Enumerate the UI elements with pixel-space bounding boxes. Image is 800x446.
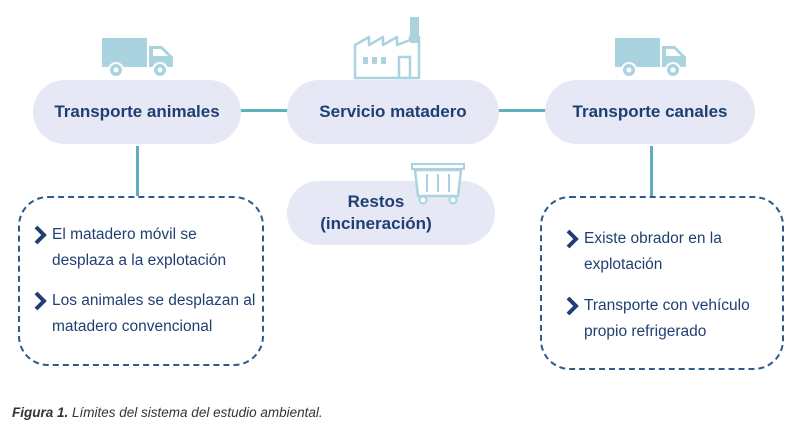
node-servicio-matadero: Servicio matadero	[287, 80, 499, 144]
bullet-line: Existe obrador en la	[584, 230, 722, 247]
bullet-line: El matadero móvil se	[52, 226, 197, 243]
node-transporte-canales: Transporte canales	[545, 80, 755, 144]
connector-animales-matadero	[238, 109, 290, 112]
figure-caption: Figura 1. Límites del sistema del estudi…	[12, 405, 323, 420]
node-label: Servicio matadero	[319, 102, 467, 121]
node-label: Transporte animales	[54, 102, 220, 121]
connector-canales-box	[650, 146, 653, 196]
connector-matadero-canales	[496, 109, 548, 112]
container-icon	[411, 163, 465, 205]
bullet-line: matadero convencional	[52, 318, 213, 335]
chevron-right-icon	[34, 291, 47, 311]
bullet-line: explotación	[584, 256, 663, 273]
right-notes-box	[540, 196, 784, 370]
list-item: Transporte con vehículo propio refrigera…	[566, 293, 750, 345]
caption-text: Límites del sistema del estudio ambienta…	[68, 405, 323, 420]
chevron-right-icon	[34, 225, 47, 245]
bullet-line: desplaza a la explotación	[52, 252, 227, 269]
node-label-line1: Restos	[347, 192, 405, 211]
connector-animales-box	[136, 146, 139, 196]
bullet-line: Transporte con vehículo	[584, 297, 750, 314]
bullet-line: propio refrigerado	[584, 323, 707, 340]
chevron-right-icon	[566, 229, 579, 249]
list-item: Existe obrador en la explotación	[566, 226, 722, 278]
truck-icon	[615, 38, 686, 78]
node-label-line2: (incineración)	[320, 214, 432, 233]
truck-icon	[102, 38, 173, 78]
chevron-right-icon	[566, 296, 579, 316]
caption-label: Figura 1.	[12, 405, 69, 420]
node-restos: Restos (incineración)	[287, 181, 495, 245]
left-notes-box	[18, 196, 264, 366]
factory-icon	[353, 17, 421, 80]
node-label: Transporte canales	[572, 102, 728, 121]
bullet-line: Los animales se desplazan al	[52, 292, 256, 309]
list-item: Los animales se desplazan al matadero co…	[34, 288, 255, 340]
list-item: El matadero móvil se desplaza a la explo…	[34, 222, 226, 274]
node-transporte-animales: Transporte animales	[33, 80, 241, 144]
